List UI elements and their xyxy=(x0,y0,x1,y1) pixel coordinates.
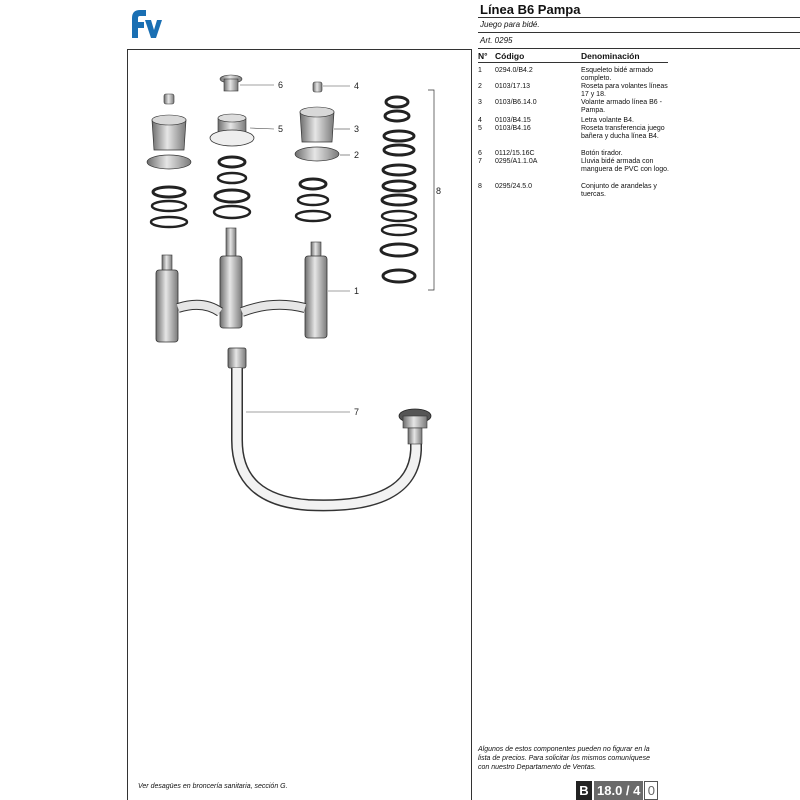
callout-1: 1 xyxy=(354,286,359,296)
right-washers xyxy=(294,177,332,223)
row-code: 0103/17.13 xyxy=(495,83,531,90)
left-washers xyxy=(149,185,189,229)
middle-rosette xyxy=(209,113,255,147)
callout-7: 7 xyxy=(354,407,359,417)
middle-washers xyxy=(212,155,252,220)
article-number: Art. 0295 xyxy=(480,36,513,45)
row-code: 0294.0/B4.2 xyxy=(495,67,533,74)
drain-footnote: Ver desagües en broncería sanitaria, sec… xyxy=(138,783,288,790)
row-number: 2 xyxy=(478,83,482,90)
callout-2: 2 xyxy=(354,150,359,160)
callout-8: 8 xyxy=(436,186,441,196)
bidet-body xyxy=(155,227,328,343)
fv-logo xyxy=(132,10,162,38)
row-name: Letra volante B4. xyxy=(581,117,634,124)
row-code: 0112/15.16C xyxy=(495,150,535,157)
header-divider xyxy=(478,48,800,49)
row-name: Roseta transferencia juego bañera y duch… xyxy=(581,125,665,140)
page-title: Línea B6 Pampa xyxy=(480,2,581,17)
callout-3: 3 xyxy=(354,124,359,134)
callout-5: 5 xyxy=(278,124,283,134)
exploded-diagram: 6 4 5 3 2 8 1 7 xyxy=(146,74,441,512)
header-divider xyxy=(478,17,800,18)
callout-4: 4 xyxy=(354,81,359,91)
row-number: 6 xyxy=(478,150,482,157)
row-number: 5 xyxy=(478,125,482,132)
row-name: Volante armado línea B6 - Pampa. xyxy=(581,99,662,114)
row-name: Conjunto de arandelas y tuercas. xyxy=(581,183,657,198)
availability-note: Algunos de estos componentes pueden no f… xyxy=(478,746,650,771)
row-number: 8 xyxy=(478,183,482,190)
column-header-code: Código xyxy=(495,51,525,61)
row-name: Esqueleto bidé armado completo. xyxy=(581,67,653,82)
column-header-name: Denominación xyxy=(581,51,640,61)
drawing-frame xyxy=(127,49,472,800)
row-number: 4 xyxy=(478,117,482,124)
row-code: 0295/A1.1.0A xyxy=(495,158,538,165)
washer-stack xyxy=(379,95,419,284)
row-code: 0103/B6.14.0 xyxy=(495,99,537,106)
page-subtitle: Juego para bidé. xyxy=(480,20,540,29)
right-handle xyxy=(294,81,340,162)
row-number: 3 xyxy=(478,99,482,106)
table-header-divider xyxy=(478,62,668,63)
row-name: Botón tirador. xyxy=(581,150,623,157)
left-handle xyxy=(146,93,192,170)
group-bracket xyxy=(428,89,435,291)
row-code: 0103/B4.15 xyxy=(495,117,531,124)
leader-lines xyxy=(240,84,350,413)
row-number: 7 xyxy=(478,158,482,165)
page-number: 18.0 / 4 xyxy=(594,781,644,800)
header-divider xyxy=(478,32,800,33)
column-header-number: N° xyxy=(478,51,488,61)
row-name: Lluvia bidé armada con manguera de PVC c… xyxy=(581,158,669,173)
section-letter: B xyxy=(576,781,592,800)
callout-6: 6 xyxy=(278,80,283,90)
row-code: 0295/24.5.0 xyxy=(495,183,532,190)
row-number: 1 xyxy=(478,67,482,74)
revision-number: 0 xyxy=(644,781,659,800)
pull-button xyxy=(219,74,243,92)
row-name: Roseta para volantes líneas 17 y 18. xyxy=(581,83,668,98)
spray-hose xyxy=(227,347,432,512)
row-code: 0103/B4.16 xyxy=(495,125,531,132)
page-reference: B 18.0 / 4 0 xyxy=(576,781,659,800)
